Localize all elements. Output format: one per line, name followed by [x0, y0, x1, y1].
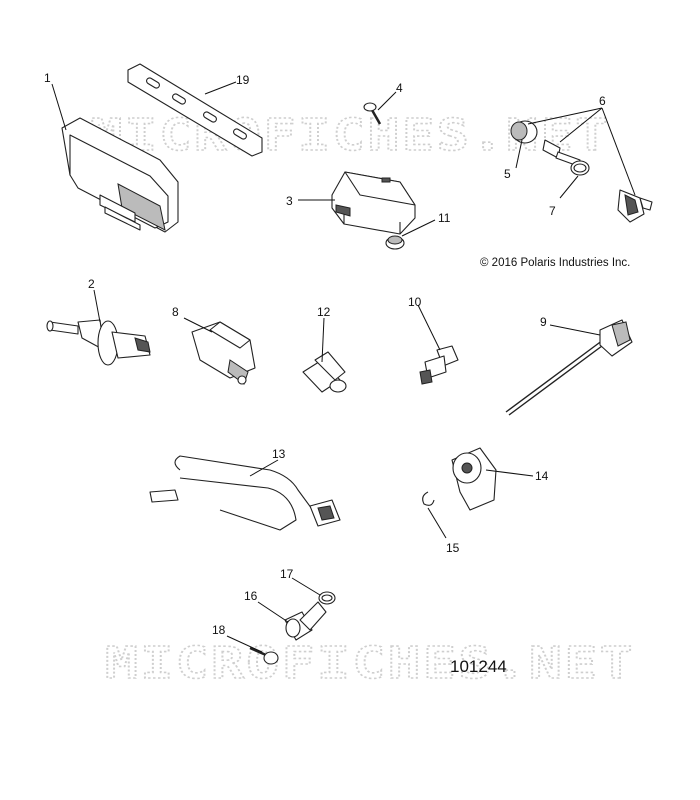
part-o-ring-large — [570, 160, 590, 176]
part-relay-box — [331, 171, 416, 235]
callout-18: 18 — [212, 623, 226, 637]
callout-2: 2 — [88, 277, 95, 291]
part-map-sensor — [191, 321, 256, 385]
callout-10: 10 — [408, 295, 422, 309]
part-plug — [302, 351, 347, 393]
part-cap — [510, 120, 538, 144]
callout-12: 12 — [317, 305, 331, 319]
callouts: 1 2 3 4 5 6 7 8 9 10 11 12 13 14 15 16 1… — [44, 71, 606, 637]
part-screw — [363, 102, 382, 125]
part-sensor-connector-set — [542, 139, 653, 223]
callout-19: 19 — [236, 73, 250, 87]
part-oxygen-sensor — [505, 319, 633, 416]
leader-lines — [51, 81, 636, 653]
callout-13: 13 — [272, 447, 286, 461]
part-temperature-sensor — [46, 319, 151, 366]
part-ecu-module — [61, 117, 179, 233]
watermark-bottom: MICROFICHES.NET — [105, 638, 635, 689]
part-bracket-strip — [127, 63, 263, 157]
callout-14: 14 — [535, 469, 549, 483]
part-grommet — [385, 235, 405, 250]
callout-6: 6 — [599, 94, 606, 108]
figure-number: 101244 — [450, 657, 507, 676]
callout-17: 17 — [280, 567, 294, 581]
part-clip — [422, 491, 435, 506]
callout-7: 7 — [549, 204, 556, 218]
callout-4: 4 — [396, 81, 403, 95]
part-knock-sensor — [451, 447, 497, 511]
callout-8: 8 — [172, 305, 179, 319]
callout-5: 5 — [504, 167, 511, 181]
callout-1: 1 — [44, 71, 51, 85]
copyright-notice: © 2016 Polaris Industries Inc. — [480, 257, 630, 269]
part-o-ring-small — [318, 591, 336, 605]
part-sensor-harness — [149, 455, 341, 531]
part-bolt — [249, 646, 279, 665]
part-elbow-fitting — [284, 601, 327, 641]
callout-9: 9 — [540, 315, 547, 329]
callout-16: 16 — [244, 589, 258, 603]
callout-15: 15 — [446, 541, 460, 555]
part-temperature-sender — [419, 345, 459, 385]
callout-3: 3 — [286, 194, 293, 208]
callout-11: 11 — [438, 211, 451, 225]
